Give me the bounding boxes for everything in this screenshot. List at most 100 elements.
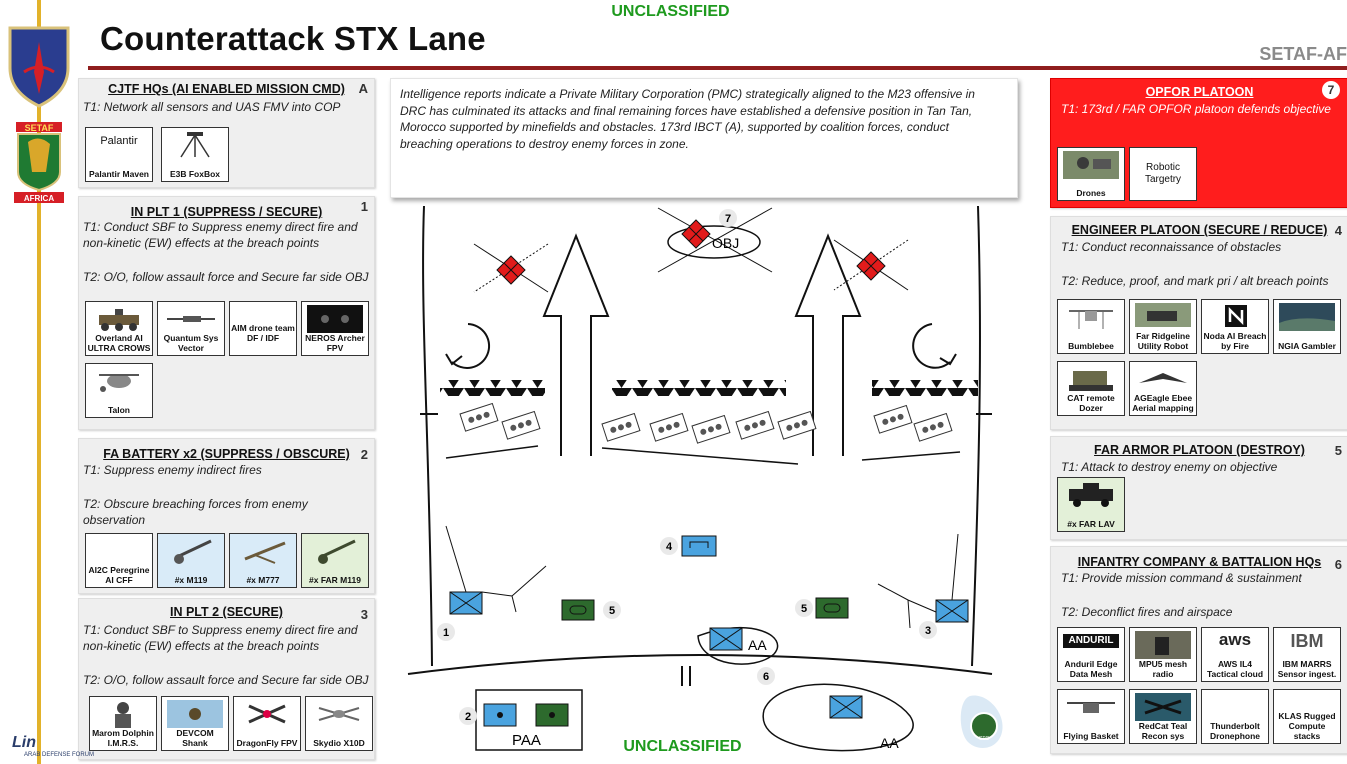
panel-task: T1: Conduct reconnaissance of obstacles	[1061, 240, 1282, 254]
card-thunderbolt: Thunderbolt Dronephone	[1201, 689, 1269, 744]
panel-fa-battery: FA BATTERY x2 (SUPPRESS / OBSCURE) 2 T1:…	[78, 438, 375, 594]
objective-label: OBJ	[712, 235, 739, 251]
panel-title: IN PLT 1 (SUPPRESS / SECURE)	[130, 205, 323, 219]
howitzer-icon	[318, 539, 356, 564]
cargo-drone-icon	[1067, 702, 1115, 713]
palantir-logo: Palantir	[100, 135, 138, 147]
card-flying-basket: Flying Basket	[1057, 689, 1125, 744]
anduril-logo: ANDURIL	[1063, 634, 1119, 648]
ground-robot-icon	[99, 309, 139, 331]
page-title: Counterattack STX Lane	[100, 20, 486, 57]
card-skydio-x10d: Skydio X10D	[305, 696, 373, 751]
panel-number: 2	[360, 447, 368, 462]
card-palantir-maven: Palantir Palantir Maven	[85, 127, 153, 182]
aws-logo: aws	[1218, 630, 1252, 649]
panel-number: A	[358, 81, 368, 96]
card-label: AWS IL4 Tactical cloud	[1206, 659, 1264, 679]
card-label: Noda AI Breach by Fire	[1203, 331, 1267, 351]
panel-opfor-platoon: OPFOR PLATOON 7 T1: 173rd / FAR OPFOR pl…	[1050, 78, 1347, 208]
classification-top: UNCLASSIFIED	[611, 3, 730, 20]
panel-number: 7	[1322, 81, 1340, 99]
panel-number: 4	[1334, 223, 1342, 238]
card-label: Palantir Maven	[89, 169, 149, 179]
card-label: #x FAR M119	[309, 575, 361, 585]
unit-number-2: 2	[459, 707, 477, 725]
panel-in-plt-1: IN PLT 1 (SUPPRESS / SECURE) 1 T1: Condu…	[78, 196, 375, 430]
card-label: RedCat Teal Recon sys	[1138, 721, 1188, 741]
card-marom-dolphin: Marom Dolphin I.M.R.S.	[89, 696, 157, 751]
svg-text:5: 5	[801, 603, 807, 615]
panel-number: 5	[1334, 443, 1342, 458]
card-klas-rugged: KLAS Rugged Compute stacks	[1273, 689, 1341, 744]
side-rule	[37, 0, 41, 764]
card-anduril: ANDURIL Anduril Edge Data Mesh	[1057, 627, 1125, 682]
panel-number: 1	[360, 199, 368, 214]
panel-title: IN PLT 2 (SECURE)	[170, 605, 283, 619]
panel-task: T1: Suppress enemy indirect fires	[83, 463, 262, 477]
card-talon: Talon	[85, 363, 153, 418]
card-noda-ai: Noda AI Breach by Fire	[1201, 299, 1269, 354]
panel-infantry-company-hqs: INFANTRY COMPANY & BATTALION HQs 6 T1: P…	[1050, 546, 1347, 754]
card-label: Drones	[1076, 188, 1106, 198]
card-label: E3B FoxBox	[169, 169, 221, 179]
drone-icon	[167, 700, 223, 728]
svg-text:CTG: CTG	[979, 736, 990, 742]
card-ngia-gambler: NGIA Gambler	[1273, 299, 1341, 354]
svg-text:3: 3	[925, 625, 931, 637]
paa-label: PAA	[512, 732, 541, 749]
dozer-icon	[1069, 371, 1113, 391]
panel-number: 6	[1334, 557, 1342, 572]
classification-bottom: UNCLASSIFIED	[623, 738, 742, 755]
card-aim-drone-team: AIM drone team DF / IDF	[229, 301, 297, 356]
card-mpu5: MPU5 mesh radio	[1129, 627, 1197, 682]
card-label: #x FAR LAV	[1067, 519, 1115, 529]
flying-wing-icon	[1139, 373, 1187, 383]
panel-title: FA BATTERY x2 (SUPPRESS / OBSCURE)	[103, 447, 350, 461]
card-dragonfly-fpv: DragonFly FPV	[233, 696, 301, 751]
panel-number: 3	[360, 607, 368, 622]
panel-task: T1: Provide mission command & sustainmen…	[1061, 571, 1302, 585]
card-label: Thunderbolt Dronephone	[1209, 721, 1261, 741]
card-label: Overland AI ULTRA CROWS	[87, 333, 151, 353]
card-label: Far Ridgeline Utility Robot	[1136, 331, 1190, 351]
card-label: MPU5 mesh radio	[1138, 659, 1188, 679]
card-label: DragonFly FPV	[236, 738, 298, 748]
card-label: AI2C Peregrine AI CFF	[88, 565, 150, 585]
panel-title: FAR ARMOR PLATOON (DESTROY)	[1094, 443, 1305, 457]
panel-task: T1: Network all sensors and UAS FMV into…	[83, 100, 341, 114]
fpv-drone-icon	[248, 704, 286, 724]
svg-text:4: 4	[666, 541, 673, 553]
panel-title: OPFOR PLATOON	[1145, 85, 1254, 99]
panel-task: T2: Deconflict fires and airspace	[1061, 605, 1233, 619]
assembly-area-label-2: AA	[880, 735, 899, 751]
panel-far-armor-platoon: FAR ARMOR PLATOON (DESTROY) 5 T1: Attack…	[1050, 436, 1347, 540]
quadcopter-icon	[318, 707, 360, 721]
card-redcat-teal: RedCat Teal Recon sys	[1129, 689, 1197, 744]
unit-number-5b: 5	[795, 599, 813, 617]
card-overland-ai: Overland AI ULTRA CROWS	[85, 301, 153, 356]
svg-text:2: 2	[465, 711, 471, 723]
card-drones: Drones	[1057, 147, 1125, 201]
howitzer-icon	[174, 539, 212, 564]
card-ai2c-peregrine: AI2C Peregrine AI CFF	[85, 533, 153, 588]
card-label: #x M777	[246, 575, 280, 585]
operations-map: OBJ AA AA PAA 1 2 3 4 5 5 6 7 CTG	[407, 205, 1003, 752]
unit-number-5a: 5	[603, 601, 621, 619]
watermark-text: ARAB DEFENSE FORUM	[24, 752, 95, 758]
unit-number-3: 3	[919, 621, 937, 639]
svg-text:1: 1	[443, 627, 449, 639]
panel-engineer-platoon: ENGINEER PLATOON (SECURE / REDUCE) 4 T1:…	[1050, 216, 1347, 430]
panel-title: CJTF HQs (AI ENABLED MISSION CMD)	[108, 82, 345, 96]
fixed-wing-uas-icon	[167, 316, 215, 322]
fpv-drone-icon	[307, 305, 363, 333]
card-aws-il4: aws AWS IL4 Tactical cloud	[1201, 627, 1269, 682]
radio-photo-icon	[1135, 631, 1191, 659]
panel-cjtf-hqs: CJTF HQs (AI ENABLED MISSION CMD) A T1: …	[78, 78, 375, 188]
panel-task: T2: O/O, follow assault force and Secure…	[83, 270, 369, 284]
recon-drone-icon	[1135, 693, 1191, 721]
card-label: CAT remote Dozer	[1067, 393, 1115, 413]
setaf-insignia: SETAF AFRICA	[8, 26, 70, 203]
watermark-logo: Lin	[12, 734, 36, 751]
card-label: Anduril Edge Data Mesh	[1064, 659, 1118, 679]
card-label: NEROS Archer FPV	[305, 333, 365, 353]
